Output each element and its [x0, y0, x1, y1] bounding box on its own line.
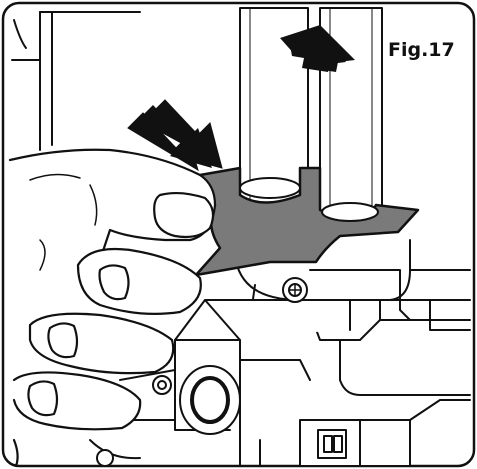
sensor-connector: [299, 399, 471, 467]
lower-connectors: [89, 369, 261, 467]
clip-removal-tool: [194, 166, 420, 277]
figure-label: Fig.17: [388, 39, 455, 61]
flow-cylinder: [174, 299, 351, 435]
screw-icon: [282, 277, 308, 303]
pull-up-arrow-icon: [280, 25, 355, 72]
hand: [8, 148, 217, 468]
boiler-housing: [11, 11, 141, 151]
